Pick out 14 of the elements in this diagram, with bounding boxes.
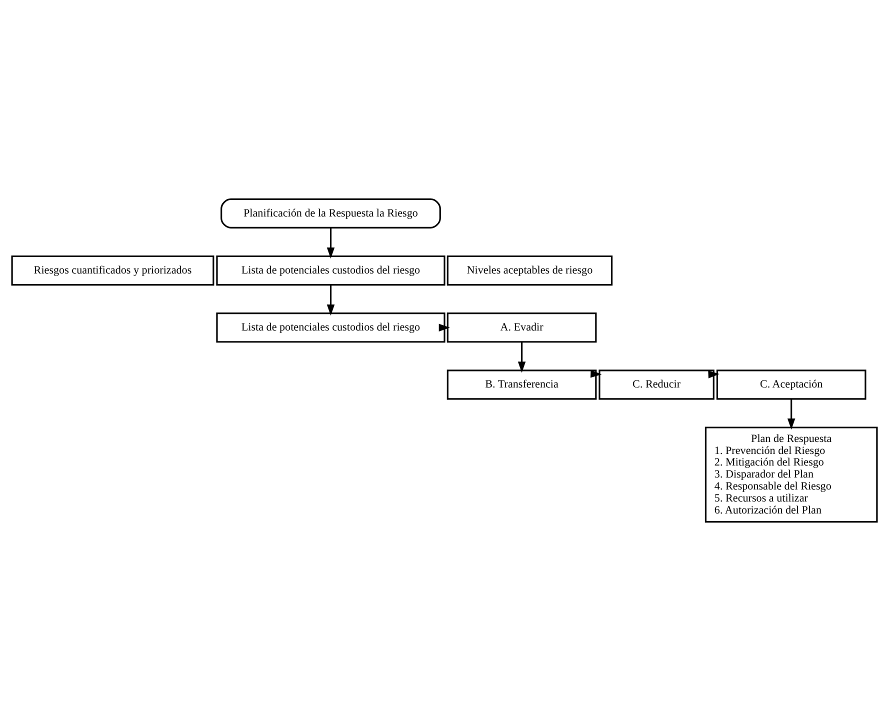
node-box: Riesgos cuantificados y priorizados [11,255,214,286]
arrow [326,285,335,316]
arrow [590,370,602,378]
node-box: Lista de potenciales custodios del riesgo [216,255,446,286]
node-box: C. Aceptación [716,370,866,400]
node-box: Niveles aceptables de riesgo [446,255,613,286]
arrow [326,228,335,259]
node-box: Plan de Respuesta 1. Prevención del Riesgo 2. Mitigación del Riesgo 3. Disparador del Plan 4. Responsable del Riesgo 5. Recursos a utilizar 6. Autorización del Plan [704,426,878,523]
arrow [438,324,450,332]
node-box: A. Evadir [446,312,597,343]
node-box: Planificación de la Respuesta la Riesgo [220,198,441,228]
arrow [518,342,526,373]
arrow [787,399,796,430]
arrow [708,370,720,378]
